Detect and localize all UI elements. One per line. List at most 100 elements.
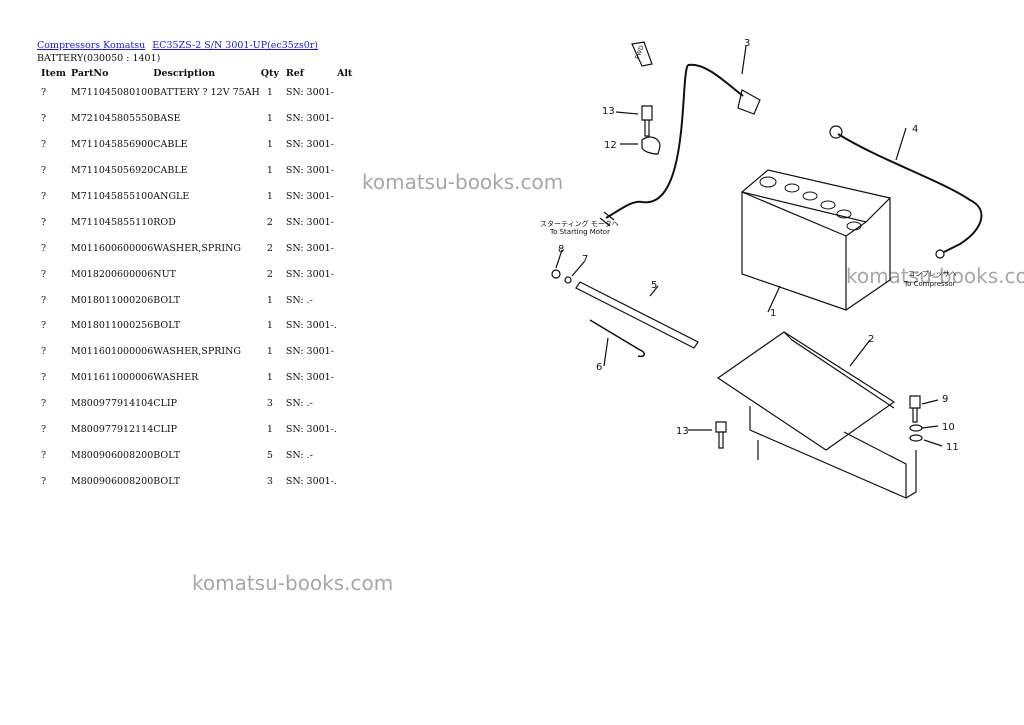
row-ref: SN: 3001- [285,268,334,280]
row-item: ? [41,242,47,254]
row-alt [337,287,367,313]
row-item: ? [41,294,47,306]
callout-8: 8 [558,244,564,255]
row-item: ? [41,372,47,384]
row-item: ? [41,424,47,436]
note-compressor-jp: コンプレッサへ [908,270,957,278]
row-description: BOLT [153,449,181,461]
note-starting-jp: スターティング モータへ [540,219,619,228]
row-ref: SN: 3001- [285,346,334,358]
row-qty: 1 [266,87,273,99]
row-description: NUT [153,268,176,280]
row-ref: SN: 3001- [285,165,334,177]
row-ref: SN: 3001- [285,113,334,125]
row-ref: SN: 3001-. [285,320,337,332]
col-qty-header: Qty [260,67,279,79]
row-description: WASHER [153,372,199,384]
row-partno: M711045056920 [71,165,154,177]
row-alt [337,261,367,287]
col-ref-header: Ref [285,67,304,79]
row-description: ROD [153,216,176,228]
row-item: ? [41,87,47,99]
section-title: BATTERY(030050 : 1401) [37,53,161,64]
fwd-arrow-icon [631,41,653,67]
row-item: ? [41,139,47,151]
row-partno: M800906008200 [71,449,154,461]
row-alt [337,417,367,443]
row-description: CLIP [153,424,177,436]
exploded-view-drawing: 3 13 12 4 5 6 8 7 1 2 9 10 11 13 スターティング… [540,38,983,499]
row-partno: M011600600006 [71,242,154,254]
row-qty: 1 [266,424,273,436]
row-partno: M018011000256 [71,320,154,332]
row-description: WASHER,SPRING [153,242,242,254]
row-partno: M711045855110 [71,216,154,228]
watermark-text: komatsu-books.com [846,264,1024,288]
row-item: ? [41,216,47,228]
row-item: ? [41,320,47,332]
row-ref: SN: 3001- [285,372,334,384]
callout-11: 11 [946,442,959,453]
row-description: BOLT [153,294,181,306]
row-qty: 3 [266,398,273,410]
row-ref: SN: 3001- [285,242,334,254]
callout-2: 2 [868,334,874,345]
row-alt [337,391,367,417]
row-ref: SN: 3001- [285,87,334,99]
parts-table: Item PartNo Description Qty Ref Alt ?M71… [37,66,367,494]
fwd-label: FWD [634,44,645,60]
callout-9: 9 [942,394,948,405]
row-description: ANGLE [153,191,190,202]
row-alt [337,442,367,468]
callout-10: 10 [942,422,955,433]
row-item: ? [41,191,47,202]
row-qty: 2 [266,242,273,254]
col-description-header: Description [153,67,216,79]
callout-7: 7 [582,254,588,265]
breadcrumb-link-model[interactable]: EC35ZS-2 S/N 3001-UP(ec35zs0r) [152,40,318,51]
callout-12: 12 [604,140,617,151]
row-qty: 2 [266,216,273,228]
row-qty: 1 [266,294,273,306]
row-qty: 3 [266,475,273,487]
row-description: CLIP [153,398,177,410]
row-partno: M800977914104 [71,398,154,410]
callout-3: 3 [744,38,750,49]
row-description: WASHER,SPRING [153,346,242,358]
row-item: ? [41,398,47,410]
row-alt [337,235,367,261]
row-partno: M011601000006 [71,346,154,358]
row-ref: SN: .- [285,449,313,461]
callout-13: 13 [602,106,615,117]
row-ref: SN: 3001-. [285,475,337,487]
row-description: CABLE [153,139,188,151]
row-alt [337,80,367,106]
callout-13-lower: 13 [676,426,689,437]
col-alt-header: Alt [336,67,353,79]
row-ref: SN: 3001- [285,191,334,202]
row-description: BOLT [153,475,181,487]
row-qty: 1 [266,139,273,151]
row-partno: M800906008200 [71,475,154,487]
row-description: BASE [153,113,181,125]
row-item: ? [41,346,47,358]
breadcrumb-link-compressors[interactable]: Compressors Komatsu [37,40,146,51]
row-item: ? [41,449,47,461]
col-partno-header: PartNo [71,67,109,79]
row-partno: M721045805550 [71,113,154,125]
row-description: BOLT [153,320,181,332]
callout-5: 5 [651,280,657,291]
row-ref: SN: 3001- [285,216,334,228]
row-partno: M018011000206 [71,294,154,306]
callout-4: 4 [912,124,918,135]
